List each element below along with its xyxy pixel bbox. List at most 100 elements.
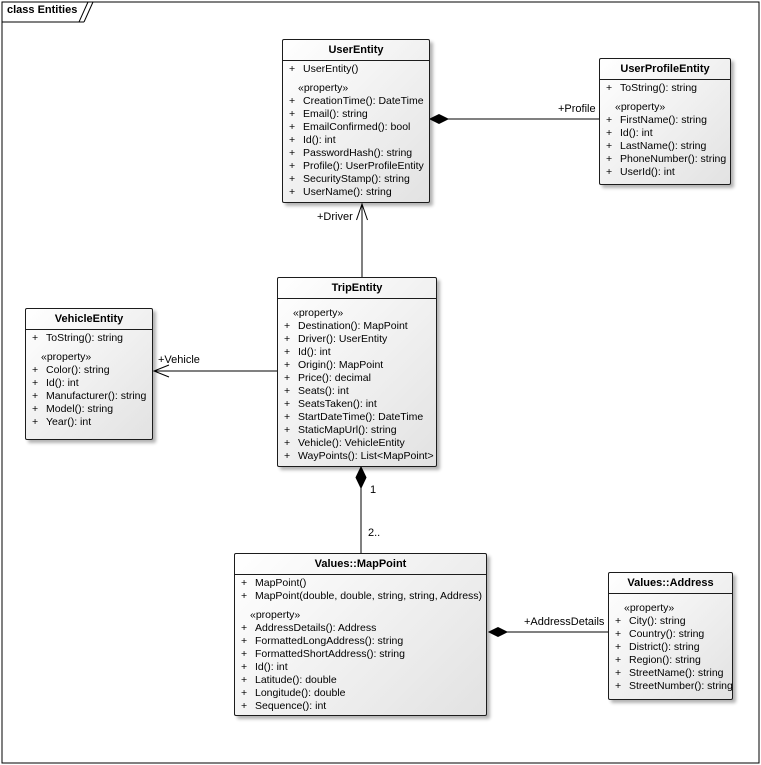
member-row: + FormattedLongAddress(): string [235,635,486,648]
member-text: UserId(): int [620,166,675,178]
visibility-marker: + [284,385,291,397]
connector-vehicle-association[interactable] [152,364,277,378]
class-box-tripentity[interactable]: TripEntity «property» + Destination(): M… [277,277,437,467]
class-name: UserEntity [283,40,429,61]
member-row: + Latitude(): double [235,674,486,687]
member-row: + StartDateTime(): DateTime [278,411,436,424]
composite-diamond [428,113,450,125]
member-text: FormattedShortAddress(): string [255,648,405,660]
member-text: Price(): decimal [298,372,371,384]
member-text: City(): string [629,615,686,627]
visibility-marker: + [284,333,291,345]
class-box-mappoint[interactable]: Values::MapPoint + MapPoint() + MapPoint… [234,553,487,716]
member-row: + Color(): string [26,364,152,377]
member-text: PasswordHash(): string [303,147,413,159]
member-text: UserName(): string [303,186,392,198]
class-name: VehicleEntity [26,309,152,330]
open-arrowhead [152,364,170,378]
class-box-userprofileentity[interactable]: UserProfileEntity + ToString(): string «… [599,58,731,185]
class-box-vehicleentity[interactable]: VehicleEntity + ToString(): string «prop… [25,308,153,440]
member-row: + Sequence(): int [235,700,486,713]
member-text: AddressDetails(): Address [255,622,377,634]
operations-list: + MapPoint() + MapPoint(double, double, … [235,577,486,603]
member-row: + UserName(): string [283,186,429,199]
visibility-marker: + [289,160,296,172]
visibility-marker: + [241,661,248,673]
connector-waypoints-composition[interactable] [355,465,367,553]
visibility-marker: + [606,82,613,94]
visibility-marker: + [606,127,613,139]
visibility-marker: + [615,641,622,653]
member-row: + Email(): string [283,108,429,121]
member-row: + Longitude(): double [235,687,486,700]
driver-role-label: +Driver [317,211,353,223]
class-name: TripEntity [278,278,436,299]
class-name: Values::Address [609,573,732,594]
composite-diamond [487,626,509,638]
visibility-marker: + [606,166,613,178]
member-text: StreetName(): string [629,667,724,679]
member-text: Id(): int [620,127,653,139]
member-text: District(): string [629,641,700,653]
connector-profile-composition[interactable] [428,113,599,125]
member-text: FormattedLongAddress(): string [255,635,404,647]
member-text: Id(): int [298,346,331,358]
visibility-marker: + [615,615,622,627]
visibility-marker: + [606,153,613,165]
visibility-marker: + [615,667,622,679]
waypoints-source-multiplicity: 1 [370,484,377,496]
visibility-marker: + [32,332,39,344]
open-arrowhead [356,202,368,221]
member-text: Color(): string [46,364,110,376]
visibility-marker: + [284,437,291,449]
visibility-marker: + [32,416,39,428]
visibility-marker: + [284,346,291,358]
member-text: Id(): int [255,661,288,673]
stereotype-label: «property» [624,602,675,614]
member-row: + SeatsTaken(): int [278,398,436,411]
visibility-marker: + [32,377,39,389]
member-row: + WayPoints(): List<MapPoint> [278,450,436,463]
visibility-marker: + [606,140,613,152]
frame-label: class Entities [7,4,78,16]
visibility-marker: + [241,687,248,699]
class-box-address[interactable]: Values::Address «property» + City(): str… [608,572,733,700]
stereotype-label: «property» [298,82,349,94]
class-box-userentity[interactable]: UserEntity + UserEntity() «property» + C… [282,39,430,203]
stereotype-label: «property» [41,351,92,363]
member-text: SecurityStamp(): string [303,173,410,185]
member-text: Region(): string [629,654,701,666]
visibility-marker: + [289,95,296,107]
member-text: Sequence(): int [255,700,327,712]
composite-diamond [355,465,367,490]
class-members: + ToString(): string «property» + FirstN… [600,80,730,179]
member-text: ToString(): string [620,82,698,94]
member-text: Vehicle(): VehicleEntity [298,437,405,449]
visibility-marker: + [284,359,291,371]
visibility-marker: + [32,390,39,402]
member-text: MapPoint(double, double, string, string,… [255,590,483,602]
member-row: + ToString(): string [600,82,730,95]
member-row: + SecurityStamp(): string [283,173,429,186]
member-row: + MapPoint(double, double, string, strin… [235,590,486,603]
member-text: StartDateTime(): DateTime [298,411,424,423]
visibility-marker: + [284,320,291,332]
member-row: + Id(): int [283,134,429,147]
class-members: «property» + Destination(): MapPoint + D… [278,299,436,463]
visibility-marker: + [284,450,291,462]
connector-driver-association[interactable] [356,202,368,277]
member-text: Longitude(): double [255,687,346,699]
connector-addressdetails-composition[interactable] [487,626,608,638]
visibility-marker: + [289,173,296,185]
visibility-marker: + [284,411,291,423]
member-text: FirstName(): string [620,114,707,126]
visibility-marker: + [284,398,291,410]
member-row: + Id(): int [600,127,730,140]
member-row: + FormattedShortAddress(): string [235,648,486,661]
waypoints-target-multiplicity: 2.. [368,527,381,539]
visibility-marker: + [284,424,291,436]
class-members: + MapPoint() + MapPoint(double, double, … [235,575,486,713]
member-text: StaticMapUrl(): string [298,424,397,436]
member-text: Seats(): int [298,385,349,397]
member-row: + Seats(): int [278,385,436,398]
